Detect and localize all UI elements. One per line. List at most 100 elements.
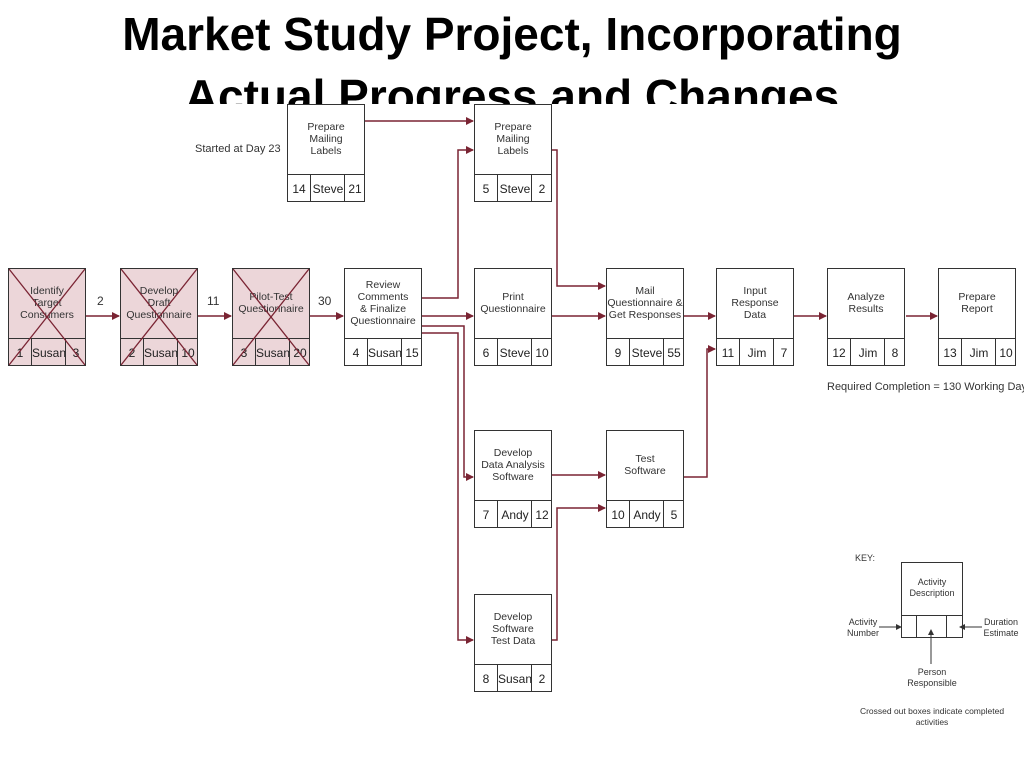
activity-number: 1 <box>16 345 24 360</box>
person-responsible: Andy <box>629 501 664 528</box>
activity-number: 9 <box>614 345 622 360</box>
key-person-responsible: Person Responsible <box>907 667 957 688</box>
activity-number: 13 <box>943 345 957 360</box>
person-responsible: Susan <box>143 339 178 366</box>
required-completion-note: Required Completion = 130 Working Days <box>827 381 1024 393</box>
person-responsible: Susan <box>497 665 532 692</box>
person-responsible: Steve <box>629 339 664 366</box>
activity-description: Analyze Results <box>847 291 885 315</box>
key-arrows <box>879 624 982 664</box>
activity-number: 8 <box>482 671 490 686</box>
activity-number: 4 <box>352 345 360 360</box>
key-box: Activity Description <box>901 562 963 638</box>
activity-node-9: Mail Questionnaire & Get Responses 9 Steve… <box>606 268 684 366</box>
duration-estimate: 10 <box>531 339 552 366</box>
duration-estimate: 20 <box>289 339 310 366</box>
lag-label-3: 30 <box>318 294 332 308</box>
duration-estimate: 3 <box>65 339 86 366</box>
activity-number: 2 <box>128 345 136 360</box>
person-responsible: Jim <box>739 339 774 366</box>
activity-description: Test Software <box>624 453 666 477</box>
key-activity-number: Activity Number <box>846 617 879 638</box>
duration-estimate: 10 <box>995 339 1016 366</box>
person-responsible: Andy <box>497 501 532 528</box>
arrow-4-8 <box>420 332 474 644</box>
person-responsible: Susan <box>367 339 402 366</box>
activity-number: 10 <box>611 507 625 522</box>
page-title-line-1: Market Study Project, Incorporating <box>122 8 902 60</box>
activity-description: Input Response Data <box>731 285 779 321</box>
activity-number: 5 <box>482 181 490 196</box>
key-bottom-row <box>902 615 962 638</box>
person-responsible: Steve <box>497 175 532 202</box>
activity-node-4: Review Comments & Finalize Questionnaire… <box>344 268 422 366</box>
person-responsible: Steve <box>497 339 532 366</box>
activity-description: Develop Draft Questionnaire <box>126 285 192 321</box>
activity-description: Identify Target Consumers <box>20 285 74 321</box>
key-activity-description: Activity Description <box>909 577 955 598</box>
duration-estimate: 2 <box>531 665 552 692</box>
activity-description: Develop Software Test Data <box>490 611 536 647</box>
duration-estimate: 2 <box>531 175 552 202</box>
person-responsible: Steve <box>310 175 345 202</box>
arrow-5-9 <box>551 149 606 290</box>
activity-number: 12 <box>832 345 846 360</box>
duration-estimate: 55 <box>663 339 684 366</box>
key-label: KEY: <box>855 553 876 563</box>
person-responsible: Susan <box>255 339 290 366</box>
activity-number: 11 <box>721 345 735 360</box>
duration-estimate: 5 <box>663 501 684 528</box>
activity-description: Prepare Report <box>958 291 996 315</box>
activity-number: 7 <box>482 507 490 522</box>
activity-description: Pilot-Test Questionnaire <box>238 291 304 315</box>
key-footnote: Crossed out boxes indicate completed act… <box>859 706 1005 727</box>
activity-number: 14 <box>292 181 306 196</box>
person-responsible: Jim <box>961 339 996 366</box>
activity-number: 3 <box>240 345 248 360</box>
arrow-4-5 <box>420 146 474 299</box>
duration-estimate: 21 <box>344 175 365 202</box>
activity-description: Develop Data Analysis Software <box>481 447 545 483</box>
activity-description: Prepare Mailing Labels <box>494 121 532 157</box>
person-responsible: Susan <box>31 339 66 366</box>
lag-label-1: 2 <box>97 294 104 308</box>
activity-description: Mail Questionnaire & Get Responses <box>607 285 683 321</box>
arrow-8-10 <box>551 504 606 641</box>
lag-label-2: 11 <box>207 294 220 308</box>
key-duration-estimate: Duration Estimate <box>983 617 1019 638</box>
arrow-4-7 <box>420 325 474 481</box>
arrow-10-11 <box>684 345 716 478</box>
activity-description: Prepare Mailing Labels <box>307 121 345 157</box>
duration-estimate: 15 <box>401 339 422 366</box>
activity-number: 6 <box>482 345 490 360</box>
duration-estimate: 8 <box>884 339 905 366</box>
duration-estimate: 10 <box>177 339 198 366</box>
duration-estimate: 12 <box>531 501 552 528</box>
person-responsible: Jim <box>850 339 885 366</box>
